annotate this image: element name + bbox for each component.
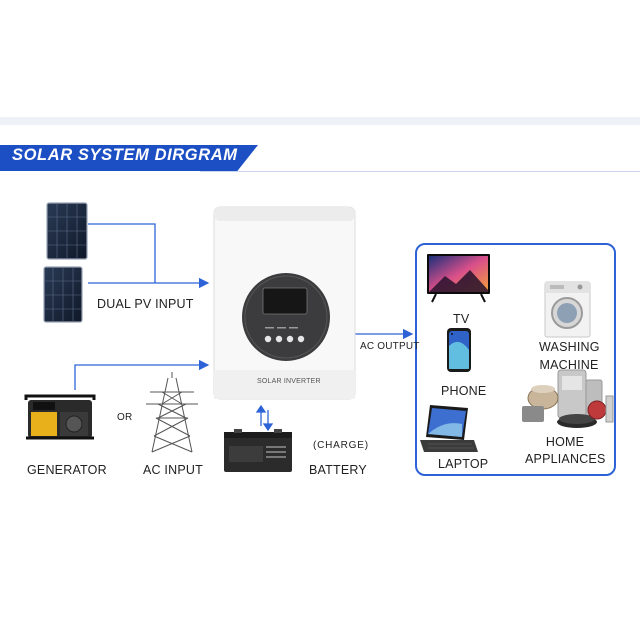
generator-icon <box>24 394 96 440</box>
laptop-label: LAPTOP <box>438 457 489 471</box>
tv-label: TV <box>453 312 470 326</box>
inverter-name-label: SOLAR INVERTER <box>257 378 321 385</box>
washing-machine-label-line1: WASHING <box>539 340 600 354</box>
battery-charge-arrows <box>255 404 274 432</box>
pv-line-1 <box>88 223 156 283</box>
banner-underline <box>200 171 640 172</box>
top-stripe <box>0 117 640 125</box>
home-appliances-label-line2: APPLIANCES <box>525 452 606 466</box>
washing-machine-label-line2: MACHINE <box>539 358 599 372</box>
title-banner <box>0 145 258 171</box>
charge-label: (CHARGE) <box>313 440 369 451</box>
connection-lines <box>74 223 414 390</box>
phone-label: PHONE <box>441 384 487 398</box>
washing-machine-icon <box>544 281 591 338</box>
generator-label: GENERATOR <box>27 463 107 477</box>
solar-inverter-device <box>213 206 356 400</box>
home-appliances-label-line1: HOME <box>545 435 585 449</box>
dual-pv-input-label: DUAL PV INPUT <box>97 297 194 311</box>
battery-label: BATTERY <box>309 463 367 477</box>
ac-output-label: AC OUTPUT <box>360 341 420 352</box>
tv-icon <box>427 254 490 303</box>
battery-icon <box>224 429 292 472</box>
generator-line <box>74 359 210 390</box>
laptop-icon <box>420 405 478 452</box>
transmission-tower-icon <box>146 372 198 453</box>
ac-input-label: AC INPUT <box>143 463 203 477</box>
solar-panel-icon-1 <box>46 202 88 260</box>
home-appliances-icon <box>522 369 614 428</box>
or-label: OR <box>117 412 133 423</box>
solar-panel-icon-2 <box>43 266 83 323</box>
phone-icon <box>447 328 471 372</box>
banner-title: SOLAR SYSTEM DIRGRAM <box>12 146 238 164</box>
